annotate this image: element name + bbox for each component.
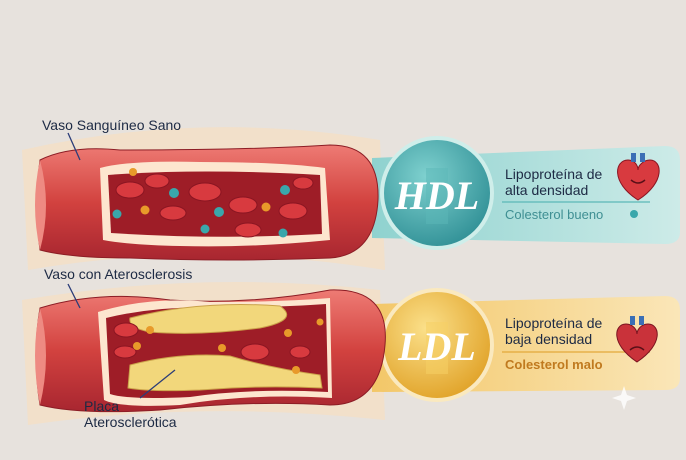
hdl-dot-icon xyxy=(630,210,638,218)
ldl-badge-text: LDL xyxy=(398,324,476,369)
atherosclerosis-vessel xyxy=(35,289,386,413)
hdl-badge-text: HDL xyxy=(394,173,480,218)
plaque-upper xyxy=(129,304,288,334)
hdl-title-line1: Lipoproteína de xyxy=(505,166,603,182)
ldl-subtitle: Colesterol malo xyxy=(505,357,603,372)
ldl-title: Lipoproteína de baja densidad xyxy=(505,315,602,347)
hdl-card xyxy=(372,136,680,250)
healthy-vessel-pointer xyxy=(67,132,81,161)
ldl-title-line2: baja densidad xyxy=(505,331,593,347)
hdl-title-line2: alta densidad xyxy=(505,182,589,198)
plaque-pointer xyxy=(139,369,176,399)
healthy-vessel xyxy=(35,144,379,261)
sparkle-icon xyxy=(612,386,636,410)
healthy-blood-cells xyxy=(112,168,314,238)
sad-heart-icon xyxy=(616,316,658,363)
hdl-subtitle: Colesterol bueno xyxy=(505,207,604,222)
atherosclerosis-vessel-label: Vaso con Aterosclerosis xyxy=(44,266,193,282)
happy-heart-icon xyxy=(617,153,660,201)
atherosclerosis-pointer xyxy=(67,283,81,309)
ldl-card xyxy=(372,288,680,402)
healthy-vessel-label: Vaso Sanguíneo Sano xyxy=(42,117,182,133)
plaque-label-line1: Placa xyxy=(84,398,120,414)
plaque-lower xyxy=(127,354,323,392)
plaque-label-line2: Aterosclerótica xyxy=(84,414,177,430)
hdl-title: Lipoproteína de alta densidad xyxy=(505,166,602,198)
ldl-title-line1: Lipoproteína de xyxy=(505,315,603,331)
atherosclerosis-blood-cells xyxy=(113,318,324,374)
